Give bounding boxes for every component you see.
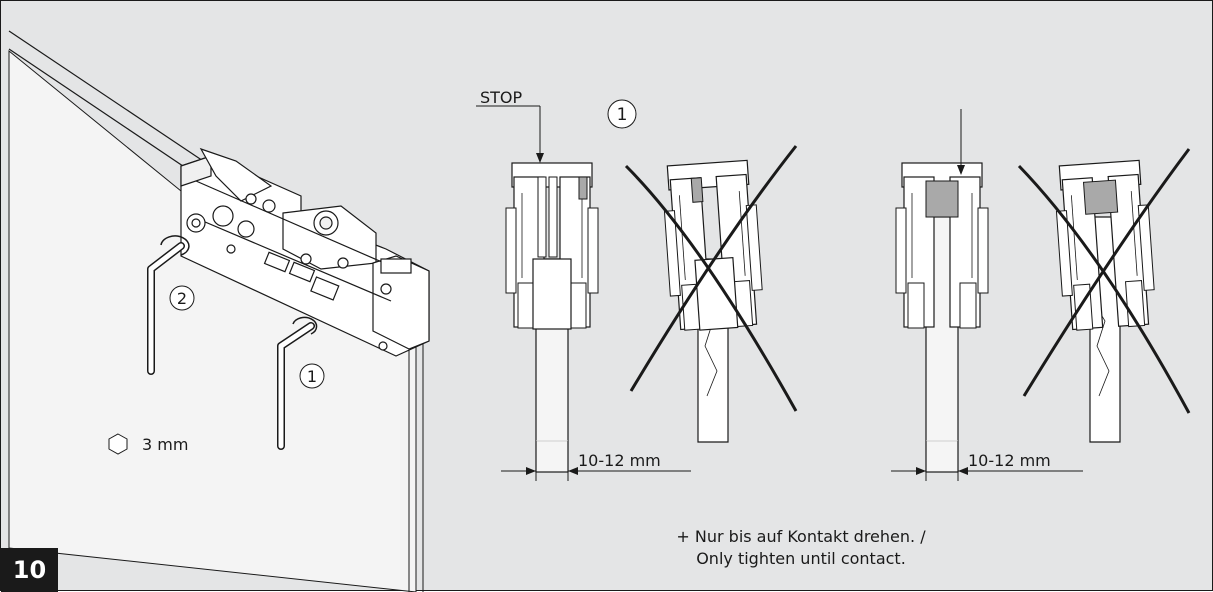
gap-dimension-right: 10-12 mm bbox=[891, 441, 1083, 481]
section-d-incorrect bbox=[1017, 148, 1191, 443]
section-b-incorrect bbox=[624, 145, 798, 443]
svg-text:1: 1 bbox=[617, 105, 628, 125]
marker-1-left: 1 bbox=[299, 363, 325, 389]
svg-text:1: 1 bbox=[307, 367, 317, 386]
instruction-line-2: Only tighten until contact. bbox=[696, 549, 906, 568]
gap-label-right: 10-12 mm bbox=[968, 451, 1051, 470]
section-c-correct bbox=[895, 109, 989, 473]
clamp-fitting bbox=[180, 147, 430, 357]
instruction-line-1: + Nur bis auf Kontakt drehen. / bbox=[676, 527, 926, 546]
svg-text:2: 2 bbox=[177, 289, 187, 308]
hex-key-2 bbox=[147, 235, 190, 375]
stop-label: STOP bbox=[480, 88, 523, 107]
instruction-text: + Nur bis auf Kontakt drehen. / Only tig… bbox=[611, 526, 991, 570]
section-a-correct bbox=[505, 162, 599, 473]
stop-callout: STOP bbox=[476, 88, 544, 163]
step-number-badge: 10 bbox=[1, 548, 58, 592]
panel-perspective bbox=[8, 30, 424, 592]
hex-key-1 bbox=[277, 316, 318, 450]
hex-size-label: 3 mm bbox=[142, 435, 188, 454]
hex-size-callout: 3 mm bbox=[108, 433, 188, 455]
marker-2-left: 2 bbox=[169, 285, 195, 311]
gap-label-left: 10-12 mm bbox=[578, 451, 661, 470]
gap-dimension-left: 10-12 mm bbox=[501, 441, 691, 481]
marker-1-top: 1 bbox=[607, 99, 637, 129]
